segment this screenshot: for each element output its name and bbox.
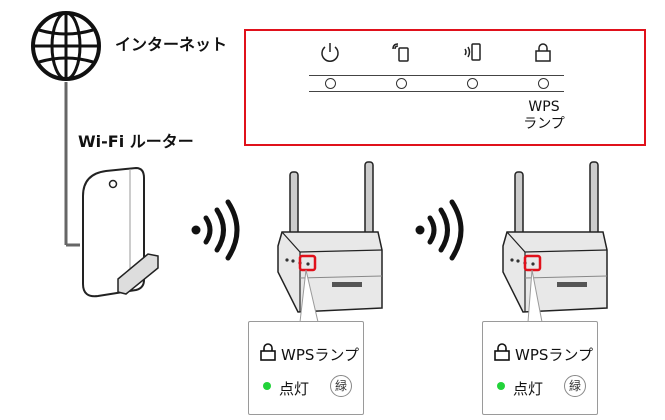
callout-status: 点灯 [513,380,544,398]
wps-lamp-label: WPS ランプ [523,99,565,132]
device-led [467,78,478,89]
wps-led [538,78,549,89]
power-icon [321,43,339,62]
wifi-signal-icon [191,199,240,261]
color-badge: 緑 [330,375,352,397]
router-led [396,78,407,89]
green-led-indicator [263,382,271,390]
lock-icon [494,343,510,361]
internet-label: インターネット [115,35,228,54]
lock-icon [535,43,551,62]
led-indicator-panel: WPS ランプ [244,29,646,146]
wps-status-callout: WPSランプ 点灯 緑 [482,321,598,415]
router-label: Wi-Fi ルーター [78,132,194,151]
panel-divider-line [309,91,564,92]
green-led-indicator [497,382,505,390]
device-link-icon [464,43,481,61]
color-badge: 緑 [564,375,586,397]
wifi-router-device [82,166,159,298]
repeater-device-2 [502,161,608,313]
router-link-icon [392,43,409,62]
callout-title: WPSランプ [515,346,593,364]
wifi-signal-icon [415,199,464,261]
panel-divider-line [309,75,564,76]
power-led [325,78,336,89]
lock-icon [260,343,276,361]
callout-status: 点灯 [279,380,310,398]
callout-title: WPSランプ [281,346,359,364]
internet-globe-icon [31,11,101,81]
wps-status-callout: WPSランプ 点灯 緑 [248,321,364,415]
